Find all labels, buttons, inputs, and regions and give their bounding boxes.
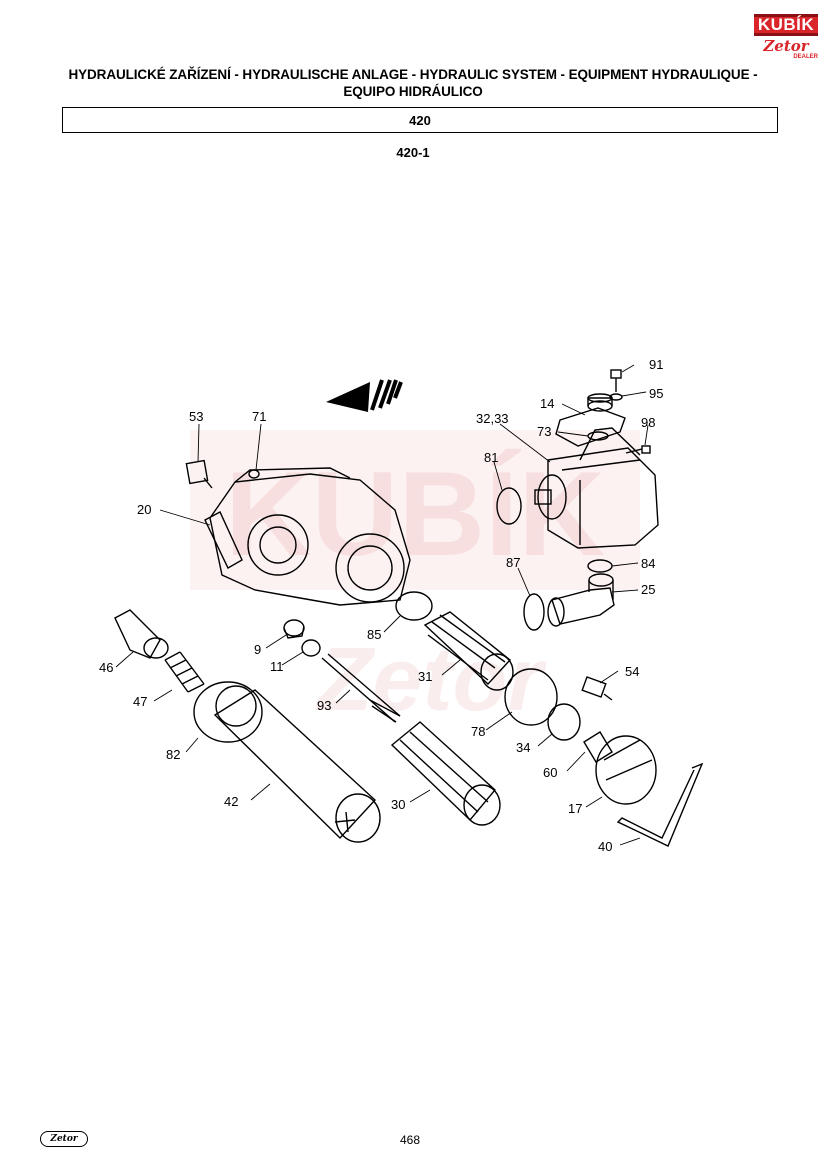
- callout-73: 73: [537, 424, 551, 439]
- handle-40: [616, 762, 704, 847]
- callout-71: 71: [252, 409, 266, 424]
- plug-53: [185, 459, 213, 489]
- page-number: 468: [399, 1133, 421, 1147]
- callout-98: 98: [641, 415, 655, 430]
- callout-84: 84: [641, 556, 655, 571]
- flange-14: [555, 393, 626, 447]
- callout-40: 40: [598, 839, 612, 854]
- callout-42: 42: [224, 794, 238, 809]
- filter-housing-42: [213, 685, 381, 843]
- ring-11: [301, 639, 321, 657]
- bolt-91: [610, 369, 622, 392]
- callout-93: 93: [317, 698, 331, 713]
- dealer-logo-bottom: Zetor: [763, 37, 809, 55]
- callouts: 91 95 14 32,33 98 73 53 71 81 20 84 87 2…: [99, 357, 663, 854]
- callout-31: 31: [418, 669, 432, 684]
- spring-47: [164, 651, 205, 693]
- o-ring-82: [193, 681, 263, 743]
- callout-25: 25: [641, 582, 655, 597]
- rod-93: [321, 653, 401, 723]
- callout-30: 30: [391, 797, 405, 812]
- o-ring-85: [395, 591, 433, 621]
- filter-head-20: [204, 467, 411, 606]
- dealer-logo: KUBÍK Zetor DEALER: [754, 14, 818, 62]
- callout-85: 85: [367, 627, 381, 642]
- washer-95: [609, 393, 623, 401]
- page-title: HYDRAULICKÉ ZAŘÍZENÍ - HYDRAULISCHE ANLA…: [40, 66, 786, 100]
- elbow-25: [547, 573, 615, 627]
- page-title-line-1: HYDRAULICKÉ ZAŘÍZENÍ - HYDRAULISCHE ANLA…: [68, 67, 758, 82]
- hydraulic-pump: [534, 427, 659, 549]
- dealer-logo-top: KUBÍK: [754, 14, 818, 36]
- callout-91: 91: [649, 357, 663, 372]
- o-ring-87: [523, 593, 545, 631]
- direction-arrow-icon: [326, 379, 403, 412]
- dealer-logo-caption: DEALER: [793, 54, 818, 60]
- callout-53: 53: [189, 409, 203, 424]
- section-code: 420: [409, 112, 431, 128]
- callout-87: 87: [506, 555, 520, 570]
- leader-lines: [115, 364, 649, 846]
- neck-60: [583, 731, 613, 763]
- filter-cartridge-31: [423, 611, 514, 691]
- section-code-box: 420: [62, 107, 778, 133]
- watermark: KUBÍK Zetor: [190, 430, 640, 730]
- page-title-line-2: EQUIPO HIDRÁULICO: [343, 84, 483, 99]
- o-ring-34: [547, 703, 581, 741]
- callout-32-33: 32,33: [476, 411, 509, 426]
- filter-screen-30: [390, 721, 501, 826]
- callout-60: 60: [543, 765, 557, 780]
- plug-9: [283, 619, 305, 639]
- footer-zetor-logo: Zetor: [40, 1131, 88, 1147]
- ring-71: [248, 469, 260, 479]
- callout-9: 9: [254, 642, 261, 657]
- callout-54: 54: [625, 664, 639, 679]
- callout-14: 14: [540, 396, 554, 411]
- o-ring-81: [496, 487, 522, 525]
- callout-11: 11: [270, 659, 284, 674]
- cap-17: [595, 735, 657, 805]
- callout-46: 46: [99, 660, 113, 675]
- callout-20: 20: [137, 502, 151, 517]
- bolt-98: [625, 445, 651, 454]
- subsection-code: 420-1: [396, 145, 430, 160]
- callout-17: 17: [568, 801, 582, 816]
- o-ring-78: [504, 668, 558, 726]
- callout-81: 81: [484, 450, 498, 465]
- callout-95: 95: [649, 386, 663, 401]
- callout-47: 47: [133, 694, 147, 709]
- valve-46: [114, 609, 169, 659]
- callout-78: 78: [471, 724, 485, 739]
- callout-82: 82: [166, 747, 180, 762]
- callout-34: 34: [516, 740, 530, 755]
- watermark-sub: Zetor: [315, 630, 548, 730]
- valve-54: [581, 676, 613, 701]
